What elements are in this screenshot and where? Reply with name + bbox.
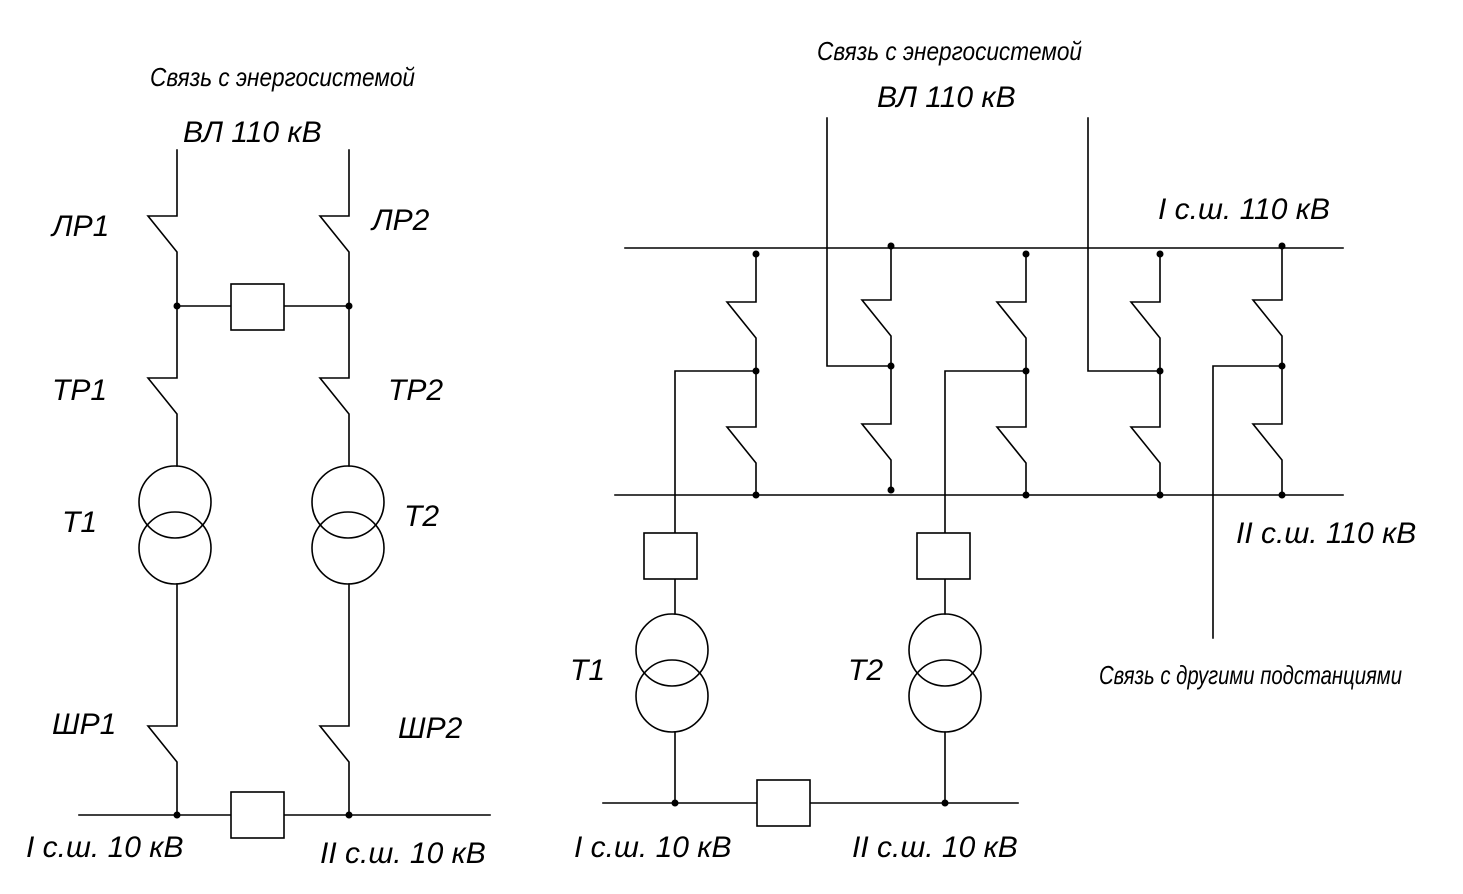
label-tr2: ТР2 <box>388 374 443 407</box>
transformer-t1-right <box>635 613 709 733</box>
bay-3-wire <box>995 253 1027 496</box>
transformer-t1 <box>138 465 212 585</box>
label-bus1-10kv-right: I с.ш. 10 кВ <box>574 831 731 864</box>
node-dot <box>345 302 353 310</box>
bay-1-wire <box>725 253 757 496</box>
label-bus-hv1: I с.ш. 110 кВ <box>1158 193 1330 226</box>
left-line-label: ВЛ 110 кВ <box>183 116 322 149</box>
right-caption-top: Связь с энергосистемой <box>817 36 1082 66</box>
node-dot <box>173 302 181 310</box>
bay-2-wire <box>860 245 892 491</box>
label-t1-right: Т1 <box>570 654 605 687</box>
label-shr2: ШР2 <box>398 712 463 745</box>
junction-dots <box>671 242 1286 807</box>
left-caption-top: Связь с энергосистемой <box>150 62 415 92</box>
right-scheme: Связь с энергосистемой ВЛ 110 кВ I с.ш. … <box>570 36 1416 864</box>
label-t2-right: Т2 <box>848 654 883 687</box>
t1-breaker <box>643 532 698 580</box>
overhead-line-1 <box>826 117 892 367</box>
transformer-t2-right <box>908 613 982 733</box>
hv-bridge-breaker <box>230 283 285 331</box>
label-lr2: ЛР2 <box>370 204 430 237</box>
left-feeder-wire <box>146 149 178 816</box>
t1-connection-wire <box>674 370 757 804</box>
label-bus2-10kv: II с.ш. 10 кВ <box>320 837 486 870</box>
label-bus-hv2: II с.ш. 110 кВ <box>1236 517 1416 550</box>
right-caption-bottom: Связь с другими подстанциями <box>1099 660 1402 690</box>
overhead-line-2 <box>1087 117 1161 372</box>
label-t2: Т2 <box>404 500 439 533</box>
transformer-t2 <box>311 465 385 585</box>
label-t1: Т1 <box>62 506 97 539</box>
outgoing-line <box>1212 365 1283 639</box>
lv-bus-coupler-breaker-right <box>756 779 811 827</box>
bay-5-wire <box>1251 245 1283 496</box>
t2-breaker <box>916 532 971 580</box>
right-line-label: ВЛ 110 кВ <box>877 81 1016 114</box>
bay-4-wire <box>1129 253 1161 496</box>
label-tr1: ТР1 <box>52 374 107 407</box>
left-scheme: Связь с энергосистемой ВЛ 110 кВ ЛР1 ЛР2… <box>26 62 491 870</box>
node-dot <box>345 811 353 819</box>
label-bus1-10kv: I с.ш. 10 кВ <box>26 831 183 864</box>
right-feeder-wire <box>318 149 350 816</box>
label-bus2-10kv-right: II с.ш. 10 кВ <box>852 831 1018 864</box>
lv-bus-coupler-breaker <box>230 791 285 839</box>
t2-connection-wire <box>944 370 1027 804</box>
node-dot <box>173 811 181 819</box>
label-shr1: ШР1 <box>52 708 116 741</box>
label-lr1: ЛР1 <box>50 210 109 243</box>
